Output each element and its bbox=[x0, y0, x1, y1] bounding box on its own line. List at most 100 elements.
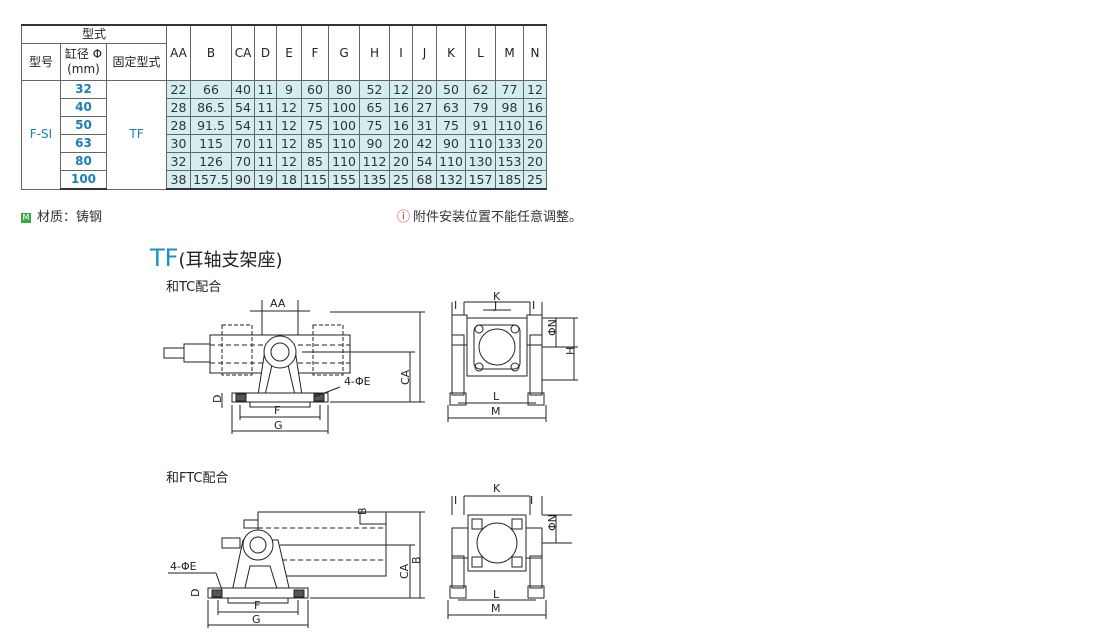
bore-cell: 100 bbox=[60, 170, 107, 190]
group-header: 型式 bbox=[21, 24, 167, 44]
dim-header: I bbox=[389, 24, 413, 81]
dim-header: M bbox=[495, 24, 524, 81]
label-m: M bbox=[491, 405, 501, 418]
value-cell: 155 bbox=[328, 170, 360, 190]
material-icon: M bbox=[21, 212, 31, 223]
label-f: F bbox=[274, 404, 280, 417]
label-j: J bbox=[493, 299, 497, 312]
value-cell: 28 bbox=[166, 98, 191, 117]
col-model-header: 型号 bbox=[21, 43, 61, 81]
subtitle-tc: 和TC配合 bbox=[166, 280, 222, 295]
value-cell: 80 bbox=[328, 80, 360, 99]
label-g: G bbox=[274, 419, 283, 432]
dim-header: D bbox=[254, 24, 277, 81]
warning-text: 附件安装位置不能任意调整。 bbox=[412, 210, 582, 225]
warning-icon: ⓘ bbox=[396, 210, 410, 225]
section-title-suffix: (耳轴支架座) bbox=[178, 250, 283, 271]
value-cell: 16 bbox=[523, 98, 547, 117]
value-cell: 19 bbox=[254, 170, 277, 190]
value-cell: 98 bbox=[495, 98, 524, 117]
label-n-2: ΦN bbox=[546, 514, 559, 531]
spec-table: 型式 AA B CA D E F G H I J K L M N 型号 缸径 Φ… bbox=[21, 24, 547, 190]
model-cell: F-SI bbox=[21, 80, 61, 190]
value-cell: 20 bbox=[523, 152, 547, 171]
value-cell: 62 bbox=[465, 80, 496, 99]
section-title-prefix: TF bbox=[150, 244, 179, 272]
section-title: TF(耳轴支架座) bbox=[150, 244, 283, 272]
value-cell: 110 bbox=[328, 152, 360, 171]
label-l: L bbox=[493, 390, 500, 403]
label-e-2: 4-ΦE bbox=[170, 560, 197, 573]
bore-cell: 80 bbox=[60, 152, 107, 171]
bore-cell: 63 bbox=[60, 134, 107, 153]
value-cell: 11 bbox=[254, 152, 277, 171]
label-i-right: I bbox=[532, 299, 535, 312]
col-bore-label: 缸径 Φ bbox=[64, 47, 103, 61]
value-cell: 126 bbox=[190, 152, 232, 171]
label-ca-2: CA bbox=[398, 563, 411, 579]
value-cell: 130 bbox=[465, 152, 496, 171]
mount-cell: TF bbox=[106, 80, 167, 190]
label-e: 4-ΦE bbox=[344, 375, 371, 388]
value-cell: 115 bbox=[301, 170, 329, 190]
value-cell: 110 bbox=[436, 152, 466, 171]
label-n: ΦN bbox=[546, 319, 559, 336]
value-cell: 90 bbox=[231, 170, 255, 190]
value-cell: 25 bbox=[523, 170, 547, 190]
value-cell: 85 bbox=[301, 134, 329, 153]
value-cell: 132 bbox=[436, 170, 466, 190]
value-cell: 31 bbox=[412, 116, 437, 135]
value-cell: 157.5 bbox=[190, 170, 232, 190]
value-cell: 20 bbox=[523, 134, 547, 153]
label-i-left-2: I bbox=[454, 494, 457, 507]
value-cell: 12 bbox=[276, 116, 302, 135]
value-cell: 110 bbox=[465, 134, 496, 153]
value-cell: 20 bbox=[389, 152, 413, 171]
value-cell: 42 bbox=[412, 134, 437, 153]
label-f-2: F bbox=[254, 599, 260, 612]
tc-front-view bbox=[447, 301, 578, 422]
value-cell: 11 bbox=[254, 80, 277, 99]
ftc-side-view bbox=[168, 511, 425, 628]
label-k-2: K bbox=[493, 482, 501, 495]
value-cell: 75 bbox=[359, 116, 390, 135]
value-cell: 16 bbox=[389, 98, 413, 117]
dim-header: B bbox=[190, 24, 232, 81]
label-h: H bbox=[564, 347, 577, 355]
label-b-2: B bbox=[410, 556, 423, 564]
label-aa: AA bbox=[270, 297, 286, 310]
label-k: K bbox=[493, 290, 501, 303]
material-text: 材质：铸钢 bbox=[37, 210, 103, 225]
value-cell: 70 bbox=[231, 152, 255, 171]
value-cell: 77 bbox=[495, 80, 524, 99]
value-cell: 91.5 bbox=[190, 116, 232, 135]
label-d-2: D bbox=[189, 589, 202, 597]
bore-cell: 40 bbox=[60, 98, 107, 117]
tc-side-view bbox=[163, 300, 425, 434]
value-cell: 38 bbox=[166, 170, 191, 190]
value-cell: 153 bbox=[495, 152, 524, 171]
value-cell: 52 bbox=[359, 80, 390, 99]
label-i-right-2: I bbox=[530, 494, 533, 507]
label-g-2: G bbox=[252, 613, 261, 626]
value-cell: 70 bbox=[231, 134, 255, 153]
value-cell: 12 bbox=[523, 80, 547, 99]
ftc-front-view bbox=[447, 495, 572, 619]
material-note: M 材质：铸钢 bbox=[21, 206, 102, 225]
label-d: D bbox=[211, 395, 224, 403]
value-cell: 16 bbox=[523, 116, 547, 135]
value-cell: 32 bbox=[166, 152, 191, 171]
value-cell: 157 bbox=[465, 170, 496, 190]
value-cell: 12 bbox=[389, 80, 413, 99]
value-cell: 66 bbox=[190, 80, 232, 99]
bore-cell: 50 bbox=[60, 116, 107, 135]
value-cell: 28 bbox=[166, 116, 191, 135]
subtitle-ftc: 和FTC配合 bbox=[166, 471, 229, 486]
value-cell: 75 bbox=[301, 98, 329, 117]
